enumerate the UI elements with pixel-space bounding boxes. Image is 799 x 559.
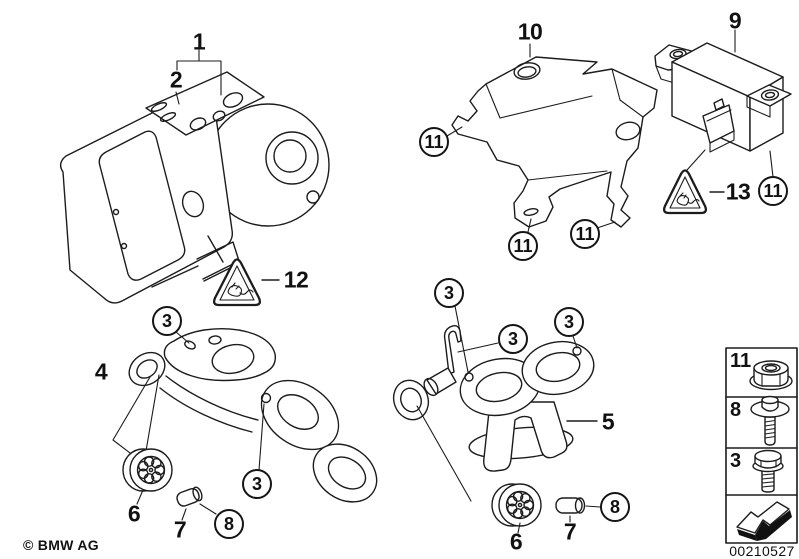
- callout-9[interactable]: 9: [728, 7, 742, 34]
- callout-circle-8-b[interactable]: 8: [600, 492, 630, 522]
- sensor-9-drawing: [654, 29, 792, 178]
- sensor-bracket-10-drawing: [446, 43, 658, 233]
- callout-7-right[interactable]: 7: [563, 518, 577, 545]
- callout-10[interactable]: 10: [517, 18, 543, 45]
- callout-circle-11-b[interactable]: 11: [508, 231, 538, 261]
- bracket-5-assembly-drawing: [392, 305, 601, 534]
- warning-triangle-13: [662, 169, 725, 215]
- callout-12[interactable]: 12: [283, 266, 309, 293]
- abs-unit-drawing: [59, 49, 330, 304]
- warning-triangle-12: [212, 258, 280, 307]
- legend-number-11[interactable]: 11: [730, 350, 752, 372]
- callout-circle-3-a[interactable]: 3: [152, 306, 182, 336]
- drawing-number: 00210527: [729, 543, 795, 559]
- fastener-legend: [725, 347, 798, 544]
- callout-circle-11-c[interactable]: 11: [570, 219, 600, 249]
- callout-6-right[interactable]: 6: [509, 528, 523, 555]
- callout-1[interactable]: 1: [192, 28, 206, 55]
- callout-4[interactable]: 4: [94, 358, 108, 385]
- callout-circle-3-e[interactable]: 3: [554, 307, 584, 337]
- callout-circle-8-a[interactable]: 8: [214, 509, 244, 539]
- callout-6-left[interactable]: 6: [127, 500, 141, 527]
- copyright-text: © BMW AG: [23, 537, 99, 553]
- legend-number-8[interactable]: 8: [730, 399, 742, 421]
- legend-number-3[interactable]: 3: [730, 450, 742, 472]
- callout-circle-11-a[interactable]: 11: [419, 127, 449, 157]
- callout-13[interactable]: 13: [725, 178, 751, 205]
- washer-head-screw-icon: [750, 395, 790, 446]
- flange-nut-icon: [749, 360, 793, 391]
- direction-arrow-icon: [736, 501, 792, 541]
- callout-circle-3-c[interactable]: 3: [434, 278, 464, 308]
- callout-5[interactable]: 5: [601, 408, 615, 435]
- callout-circle-3-d[interactable]: 3: [498, 324, 528, 354]
- bracket-4-assembly-drawing: [112, 327, 378, 521]
- callout-7-left[interactable]: 7: [173, 516, 187, 543]
- callout-circle-3-b[interactable]: 3: [242, 469, 272, 499]
- hex-bolt-icon: [752, 449, 784, 493]
- callout-circle-11-d[interactable]: 11: [758, 176, 788, 206]
- callout-2[interactable]: 2: [169, 66, 183, 93]
